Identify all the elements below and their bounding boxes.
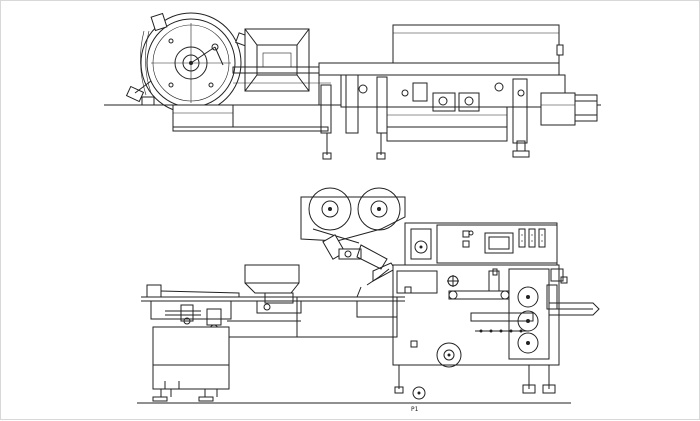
main-cabinet (392, 222, 560, 368)
infeed-conveyor (141, 296, 405, 338)
main-body-top (318, 24, 598, 160)
film-roll-stand (300, 187, 406, 298)
main-legs (393, 364, 556, 400)
side-hopper (244, 264, 302, 314)
top-view (104, 12, 601, 160)
p1-marker: P1 (411, 406, 419, 413)
hopper-top (244, 28, 310, 92)
left-feeder-unit (146, 284, 240, 402)
side-view: P1 (137, 187, 600, 413)
output-conveyor (549, 268, 600, 316)
